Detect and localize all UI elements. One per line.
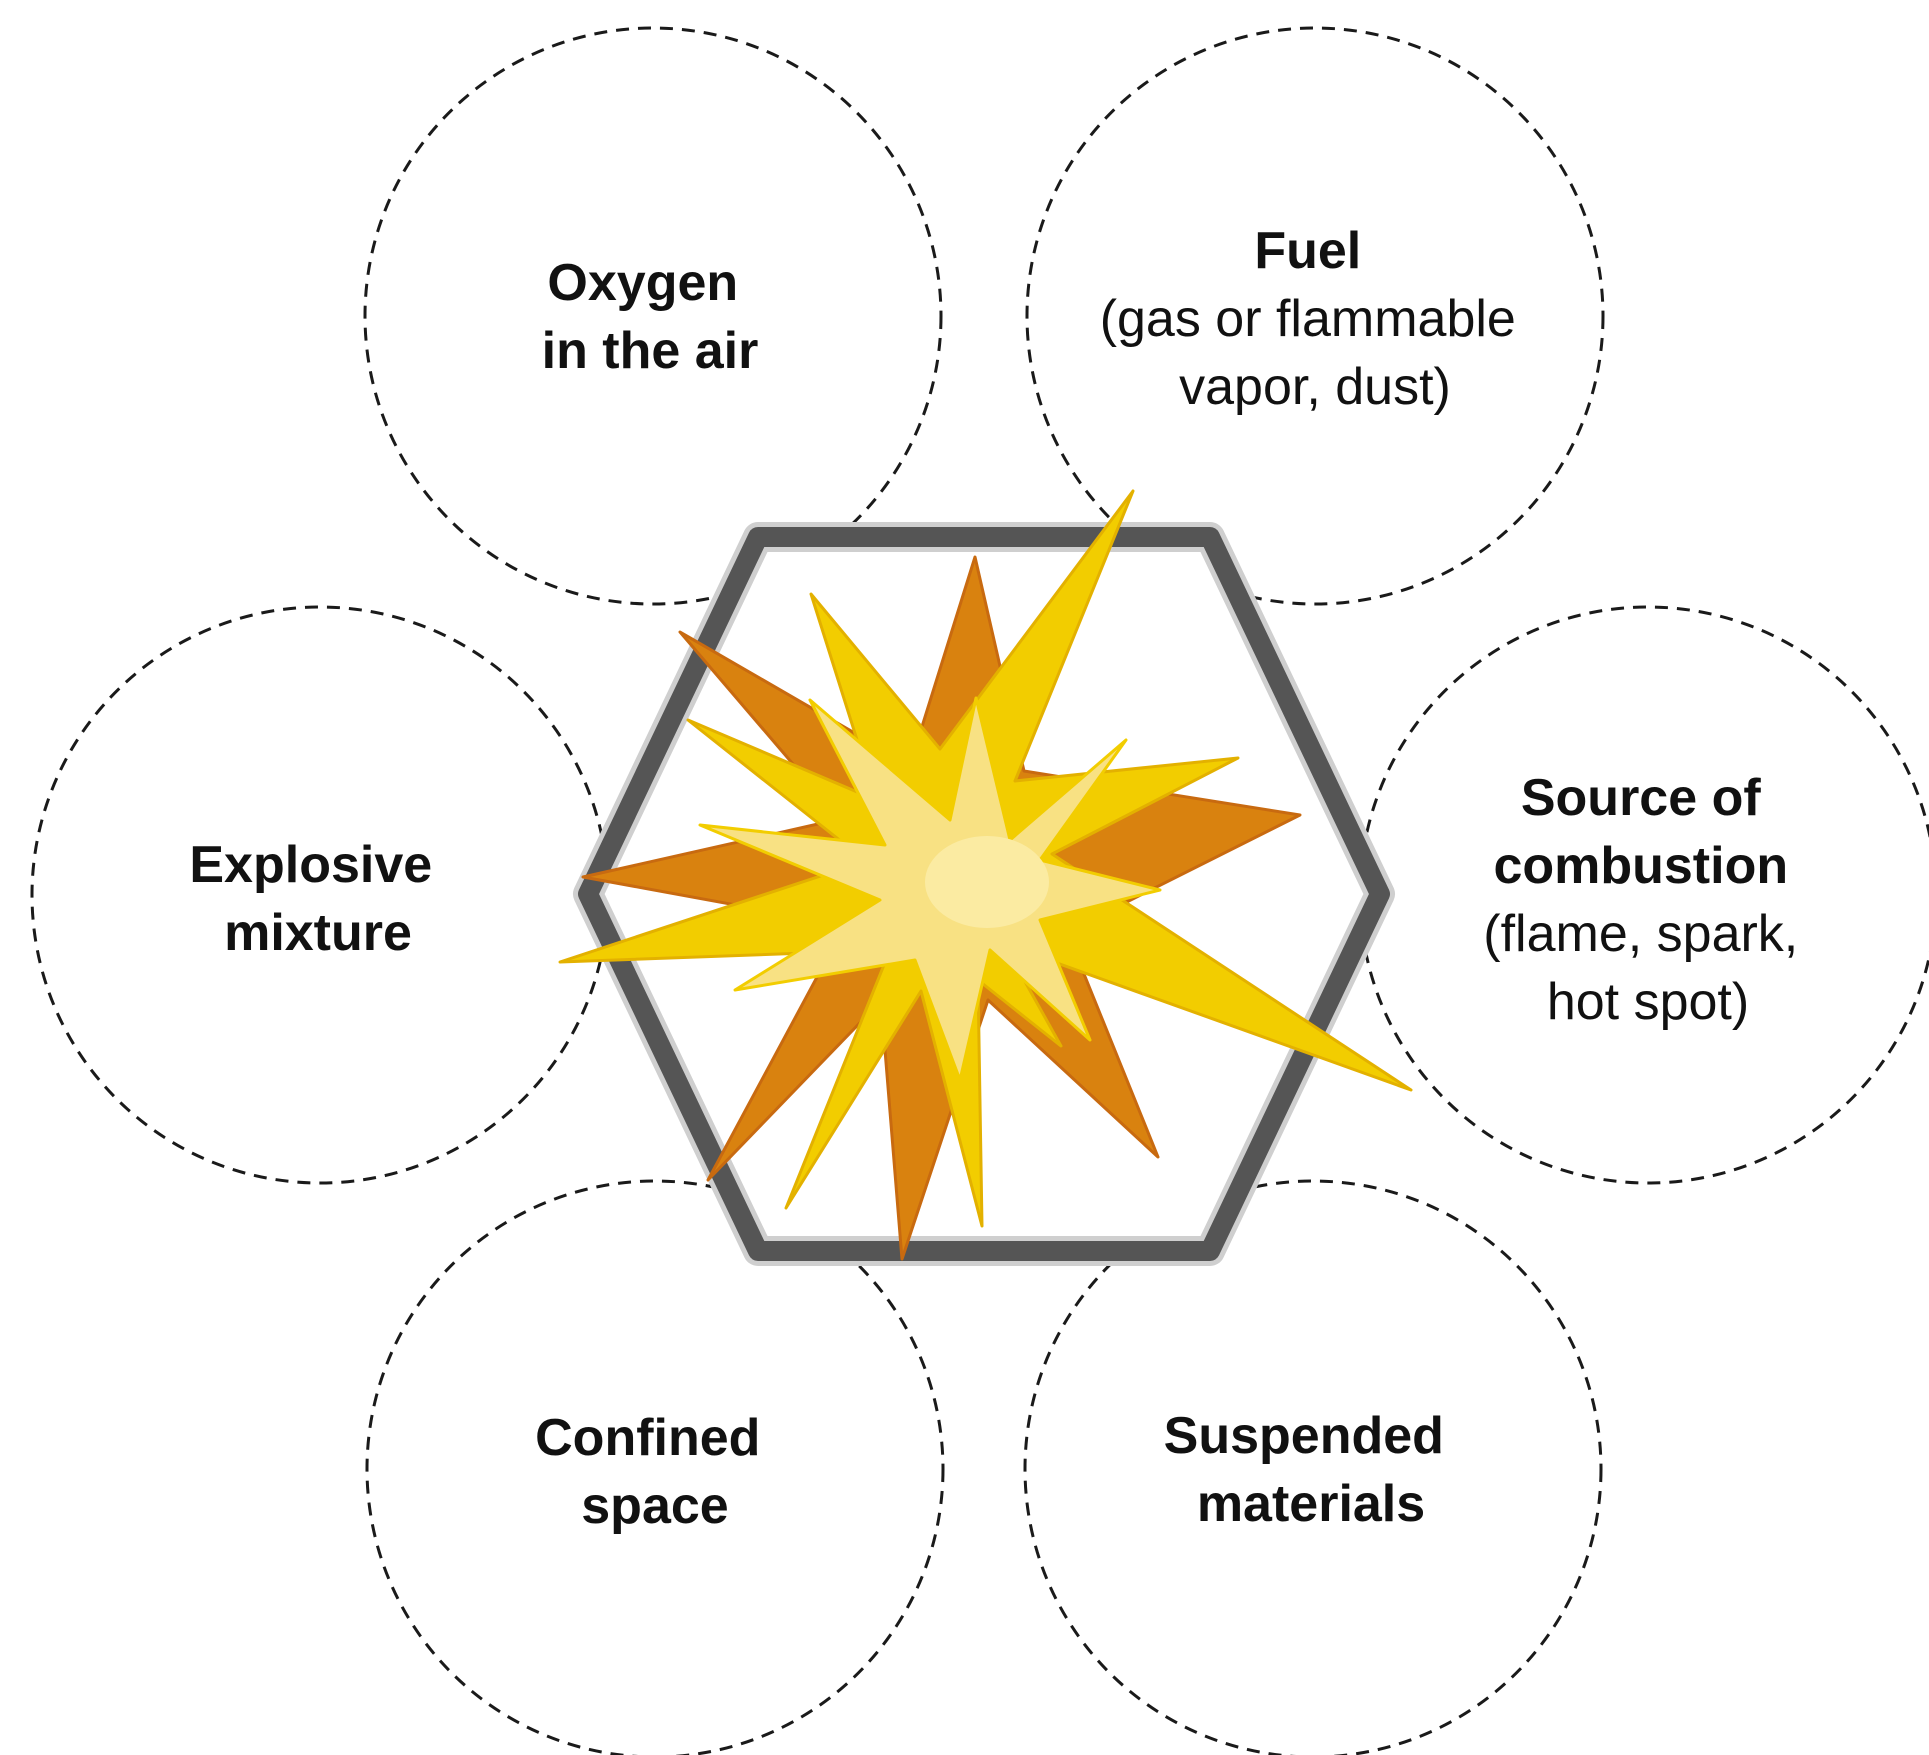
hexagon-outline: [578, 527, 1390, 1261]
node-labels: Oxygen in the air Fuel (gas or flammable…: [189, 222, 1812, 1535]
label-line: Fuel: [1254, 222, 1361, 280]
node-label-explosive: Explosive mixture: [189, 836, 446, 962]
label-line: Source of: [1521, 769, 1761, 827]
label-line: (gas or flammable: [1100, 290, 1516, 348]
label-line: space: [581, 1477, 728, 1535]
label-line: vapor, dust): [1179, 358, 1451, 416]
label-line: Confined: [535, 1409, 760, 1467]
label-line: Explosive: [189, 836, 432, 894]
label-line: materials: [1197, 1475, 1425, 1533]
node-label-confined: Confined space: [535, 1409, 775, 1535]
node-circle-explosive: [30, 605, 610, 1185]
node-circle-oxygen: [363, 26, 943, 606]
label-line: Oxygen: [547, 254, 738, 312]
label-line: (flame, spark,: [1483, 905, 1798, 963]
label-line: hot spot): [1547, 973, 1749, 1031]
node-label-source: Source of combustion (flame, spark, hot …: [1483, 769, 1812, 1031]
node-circle-suspended: [1023, 1179, 1603, 1755]
label-line: combustion: [1493, 837, 1788, 895]
node-label-oxygen: Oxygen in the air: [542, 254, 759, 380]
burst-core: [925, 836, 1049, 928]
explosion-icon: [558, 489, 1413, 1261]
node-circle-source: [1358, 605, 1929, 1185]
node-label-fuel: Fuel (gas or flammable vapor, dust): [1100, 222, 1531, 416]
node-circle-confined: [365, 1179, 945, 1755]
node-circle-fuel: [1025, 26, 1605, 606]
label-line: in the air: [542, 322, 759, 380]
node-label-suspended: Suspended materials: [1164, 1407, 1459, 1533]
label-line: Suspended: [1164, 1407, 1444, 1465]
label-line: mixture: [224, 904, 412, 962]
